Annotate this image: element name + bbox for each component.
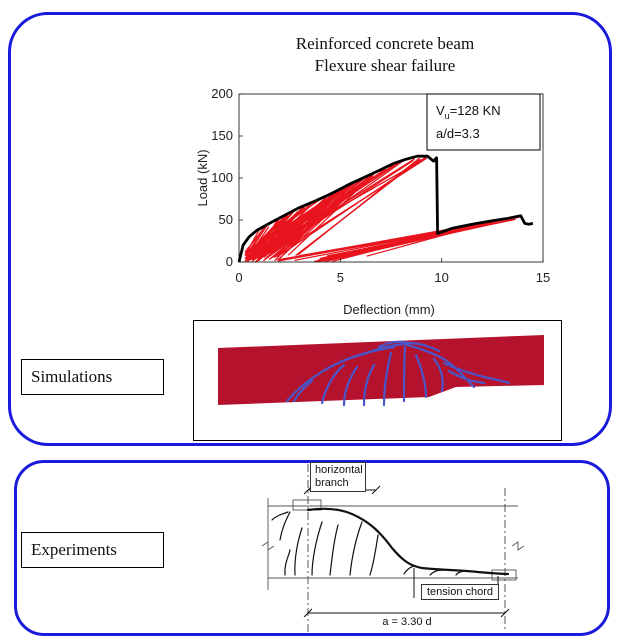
y-tick-label: 50	[219, 212, 233, 227]
y-tick-label: 0	[226, 254, 233, 269]
simulation-line	[287, 174, 374, 256]
span-label: a = 3.30 d	[382, 616, 432, 628]
x-tick-label: 15	[536, 270, 550, 285]
vu-symbol: V	[436, 103, 445, 118]
y-tick-label: 200	[211, 86, 233, 101]
simulation-line	[270, 159, 414, 254]
svg-text:Vu=128 KN: Vu=128 KN	[436, 103, 501, 121]
simulation-line	[278, 224, 488, 261]
annotation-box: Vu=128 KN a/d=3.3	[426, 93, 541, 151]
simulation-beam-frame	[193, 320, 562, 441]
simulation-line	[251, 162, 399, 261]
horizontal-branch-line-2: branch	[315, 477, 349, 489]
simulations-label: Simulations	[21, 359, 164, 395]
simulation-line	[256, 205, 311, 259]
vu-subscript: u	[445, 111, 450, 121]
title-line-2: Flexure shear failure	[314, 56, 456, 75]
x-tick-label: 10	[434, 270, 448, 285]
simulation-line	[244, 225, 268, 260]
simulation-line	[252, 158, 416, 261]
experiments-label: Experiments	[21, 532, 164, 568]
simulations-panel	[8, 12, 612, 446]
simulation-line	[249, 206, 305, 261]
y-axis-label: Load (kN)	[195, 149, 210, 206]
simulation-unloading-lines	[244, 156, 520, 263]
simulation-line	[255, 195, 328, 263]
crack-pattern	[285, 340, 511, 407]
vu-value: =128 KN	[450, 103, 501, 118]
simulation-line	[269, 157, 428, 260]
simulation-line	[297, 157, 420, 256]
simulation-line	[251, 220, 279, 263]
experiments-panel	[14, 460, 610, 636]
x-tick-label: 0	[235, 270, 242, 285]
ad-ratio: a/d=3.3	[436, 126, 480, 141]
horizontal-branch-line-1: horizontal	[315, 464, 363, 476]
y-tick-label: 100	[211, 170, 233, 185]
load-deflection-curve	[237, 154, 534, 263]
x-axis-label: Deflection (mm)	[343, 302, 435, 317]
horizontal-branch-callout: horizontal branch	[310, 462, 366, 492]
title-line-1: Reinforced concrete beam	[295, 34, 475, 53]
simulation-line	[246, 213, 292, 263]
x-tick-label: 5	[337, 270, 344, 285]
simulation-line	[244, 206, 305, 256]
simulation-line	[244, 226, 265, 253]
simulation-line	[257, 183, 352, 261]
y-tick-label: 150	[211, 128, 233, 143]
tension-chord-callout: tension chord	[421, 584, 499, 600]
simulation-line	[338, 220, 494, 258]
simulation-beam-image	[218, 335, 544, 407]
